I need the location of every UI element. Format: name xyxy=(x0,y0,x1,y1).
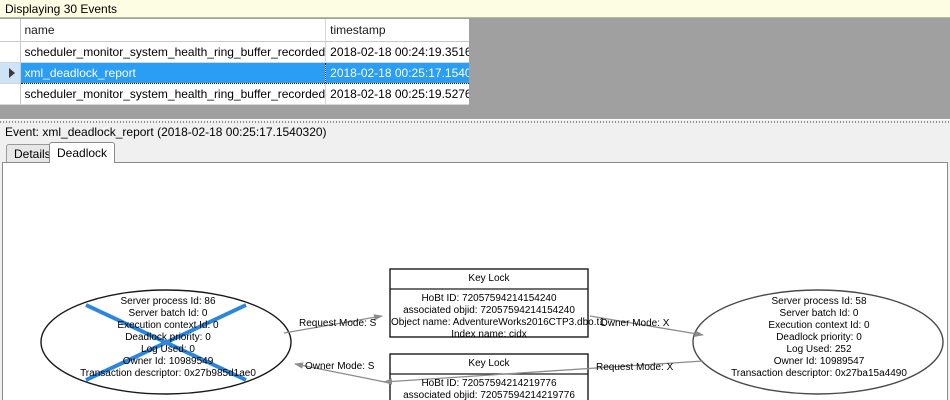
row-selector-cell[interactable] xyxy=(0,62,21,84)
deadlock-graph[interactable]: Server process Id: 86 Server batch Id: 0… xyxy=(3,163,947,400)
column-header-timestamp[interactable]: timestamp xyxy=(325,19,495,42)
key-lock-bottom-line: HoBt ID: 72057594214219776 xyxy=(421,378,557,389)
tab-deadlock[interactable]: Deadlock xyxy=(49,142,116,163)
events-caption: Displaying 30 Events xyxy=(0,0,950,18)
victim-x-icon xyxy=(85,303,247,382)
edge-label-right-request: Request Mode: X xyxy=(596,362,674,373)
cell-event-name[interactable]: xml_deadlock_report xyxy=(19,61,327,84)
key-lock-top-line: HoBt ID: 72057594214154240 xyxy=(421,293,557,304)
events-panel: Displaying 30 Events name timestamp sche… xyxy=(0,0,950,120)
key-lock-bottom-line: associated objid: 72057594214219776 xyxy=(403,390,575,400)
edge-right-owner[interactable] xyxy=(589,315,704,337)
key-lock-top-line: Object name: AdventureWorks2016CTP3.dbo.… xyxy=(391,317,605,328)
events-grid[interactable]: name timestamp scheduler_monitor_system_… xyxy=(0,19,950,119)
key-lock-top-line: associated objid: 72057594214154240 xyxy=(403,305,575,316)
cell-event-timestamp[interactable]: 2018-02-18 00:25:19.5276859 xyxy=(325,83,495,105)
table-header-row: name timestamp xyxy=(0,19,495,42)
edge-left-owner[interactable] xyxy=(294,362,391,384)
cell-event-name[interactable]: scheduler_monitor_system_health_ring_buf… xyxy=(20,41,327,63)
event-detail-pane: Event: xml_deadlock_report (2018-02-18 0… xyxy=(0,123,950,400)
row-selector-arrow-icon xyxy=(8,67,15,78)
row-selector-cell[interactable] xyxy=(0,83,21,105)
key-lock-top-title: Key Lock xyxy=(468,273,510,284)
horizontal-splitter[interactable] xyxy=(0,119,950,124)
detail-tabstrip[interactable]: Details Deadlock xyxy=(0,142,950,163)
key-lock-top-line: Index name: cidx xyxy=(451,329,527,340)
edge-right-request[interactable] xyxy=(383,360,704,385)
deadlock-graph-canvas xyxy=(40,268,944,400)
key-lock-bottom-body: HoBt ID: 72057594214219776 associated ob… xyxy=(391,378,587,400)
table-row-selected[interactable]: xml_deadlock_report 2018-02-18 00:25:17.… xyxy=(0,61,495,84)
event-title-label: Event: xml_deadlock_report (2018-02-18 0… xyxy=(5,125,327,139)
edge-label-left-request: Request Mode: S xyxy=(299,318,377,329)
process-node-right[interactable] xyxy=(692,289,944,395)
resource-node-key-lock-bottom[interactable] xyxy=(389,353,589,400)
column-header-name[interactable]: name xyxy=(20,19,327,42)
cell-event-timestamp[interactable]: 2018-02-18 00:25:17.1540320 xyxy=(325,61,495,84)
deadlock-tab-panel: Server process Id: 86 Server batch Id: 0… xyxy=(2,162,948,400)
resource-node-key-lock-top[interactable] xyxy=(389,268,589,338)
key-lock-top-body: HoBt ID: 72057594214154240 associated ob… xyxy=(391,293,605,341)
edge-label-left-owner: Owner Mode: S xyxy=(305,361,375,372)
row-selector-cell[interactable] xyxy=(0,41,21,63)
cell-event-name[interactable]: scheduler_monitor_system_health_ring_buf… xyxy=(20,83,327,105)
events-table[interactable]: name timestamp scheduler_monitor_system_… xyxy=(0,19,495,105)
table-row[interactable]: scheduler_monitor_system_health_ring_buf… xyxy=(0,83,495,105)
key-lock-bottom-title: Key Lock xyxy=(468,358,510,369)
grid-empty-area xyxy=(469,19,950,119)
table-row[interactable]: scheduler_monitor_system_health_ring_buf… xyxy=(0,41,495,63)
edge-left-request[interactable] xyxy=(283,314,383,334)
edge-label-right-owner: Owner Mode: X xyxy=(600,318,670,329)
tab-details[interactable]: Details xyxy=(6,144,59,162)
cell-event-timestamp[interactable]: 2018-02-18 00:24:19.3516078 xyxy=(325,41,495,63)
column-header-selector xyxy=(0,19,21,42)
